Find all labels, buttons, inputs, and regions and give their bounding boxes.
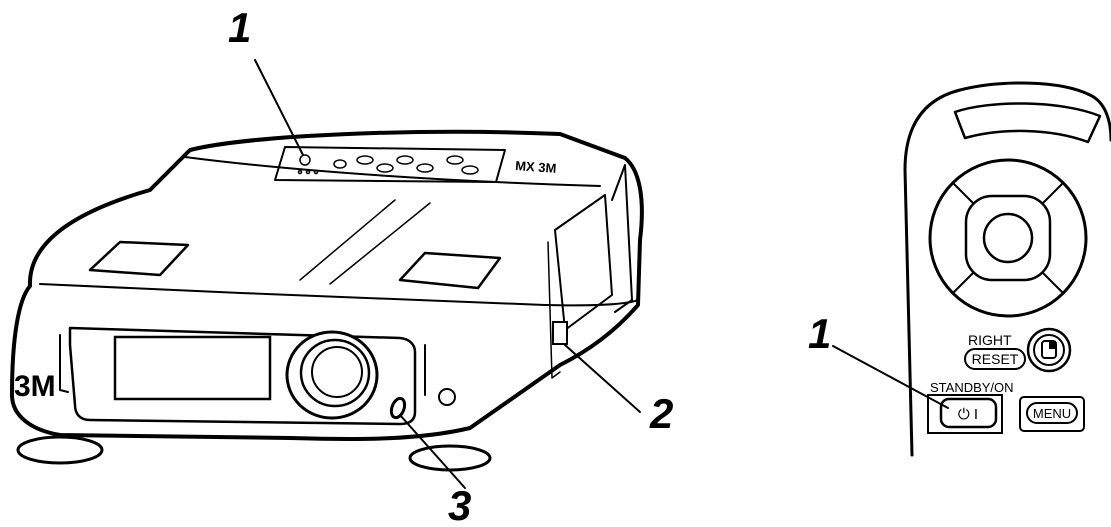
projector-top-edge (39, 283, 639, 307)
remote-standby-button (939, 397, 998, 429)
callout-leader-projector-side (564, 344, 641, 413)
callout-leader-remote (832, 345, 949, 409)
remote-right-label: RIGHT (968, 332, 1012, 348)
callout-label-projector-front: 3 (448, 482, 471, 527)
projector-right-foot (408, 444, 492, 472)
remote-standby-label: STANDBY/ON (930, 380, 1014, 395)
projector-side-panel-inner (547, 241, 561, 379)
projector-left-foot (16, 435, 104, 465)
projector-top-ridge (184, 156, 601, 187)
remote-reset-button (964, 348, 1026, 370)
projector-front-face (68, 326, 417, 426)
mouse-icon (1041, 340, 1057, 359)
projector-left-vent (88, 240, 190, 277)
projector-ir-sensor (438, 388, 456, 406)
callout-remote: 1 (808, 310, 949, 409)
projector-control-buttons (297, 154, 479, 175)
remote-menu-button (1026, 402, 1078, 424)
remote-illustration: RIGHT RESET STANDBY/ON ⏻ I MENU (903, 81, 1111, 457)
remote-reset-label: RESET (972, 351, 1019, 367)
callout-leader-projector-front (399, 414, 466, 489)
callout-label-remote: 1 (808, 310, 831, 357)
projector-body (10, 129, 644, 441)
projector-side-connector (552, 321, 568, 345)
projector-control-panel (274, 146, 506, 183)
callout-projector-side: 2 (564, 344, 673, 437)
callout-label-projector-top: 1 (228, 4, 251, 51)
remote-dpad-center-button (982, 212, 1034, 264)
projector-focus-knob (389, 396, 407, 420)
projector-top-slot-2 (329, 202, 431, 285)
projector-top-slot-1 (299, 199, 396, 281)
callout-projector-top: 1 (228, 4, 304, 156)
remote-ir-window (953, 102, 1102, 144)
projector-front-bezel (59, 334, 426, 396)
projector-right-vent (398, 251, 502, 290)
projector-lens-inner (311, 346, 363, 398)
remote-body (903, 81, 1111, 457)
callout-leader-projector-top (254, 59, 304, 156)
callout-label-projector-side: 2 (649, 390, 673, 437)
projector-side-panel (554, 194, 613, 331)
projector-model-badge: MX 3M (515, 158, 557, 176)
projector-side-rear (611, 164, 633, 313)
projector-illustration: MX 3M 3M (10, 129, 644, 472)
projector-brand-logo: 3M (14, 370, 56, 403)
remote-dpad-dividers (952, 182, 1064, 294)
projector-front-window (113, 335, 272, 401)
callout-projector-front: 3 (399, 414, 471, 527)
remote-power-symbol: ⏻ I (958, 406, 978, 423)
remote-menu-label: MENU (1033, 406, 1071, 421)
